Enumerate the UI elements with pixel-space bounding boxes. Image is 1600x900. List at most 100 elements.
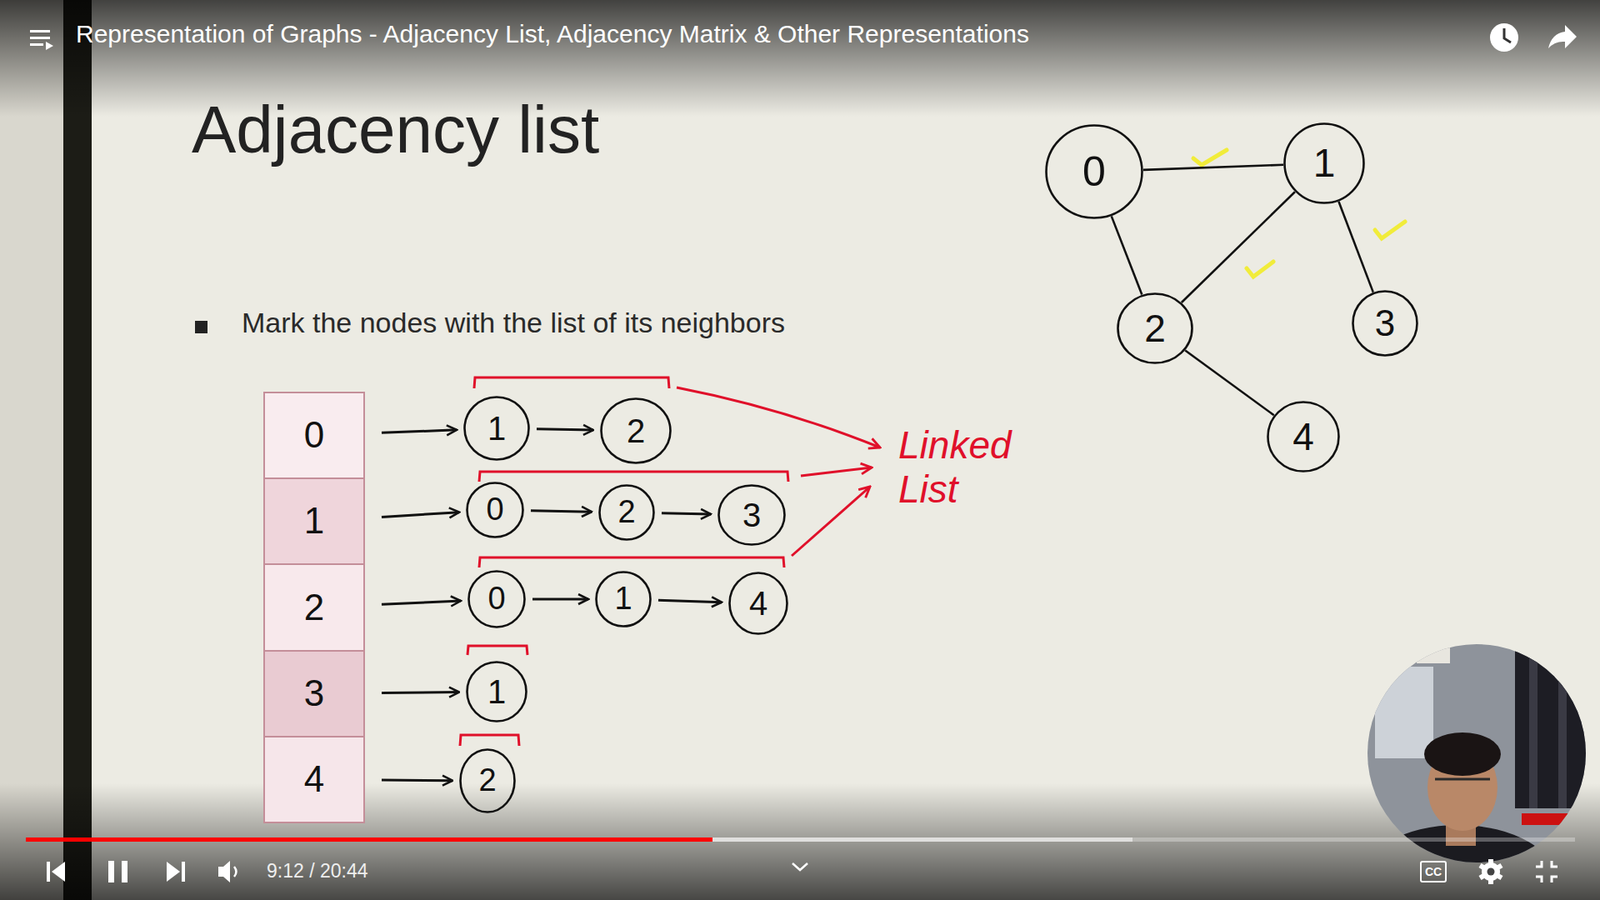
list-arrow xyxy=(381,779,453,783)
chevron-icon xyxy=(792,863,808,870)
list-node: 1 xyxy=(465,660,528,723)
progress-played xyxy=(25,837,713,842)
node-label: 4 xyxy=(1292,415,1315,459)
progress-buffer xyxy=(25,837,1133,842)
graph-vertex: 2 xyxy=(1116,292,1194,365)
webcam-hair xyxy=(1424,732,1501,776)
node-label: 2 xyxy=(626,412,645,450)
node-label: 3 xyxy=(742,496,761,534)
circle-outline xyxy=(1118,294,1193,364)
node-label: 1 xyxy=(487,673,506,710)
linked-list-note: Linked List xyxy=(898,423,1024,512)
node-label: 2 xyxy=(1144,307,1166,350)
red-bracket xyxy=(479,471,789,482)
node-label: 1 xyxy=(304,500,325,541)
list-node: 2 xyxy=(598,484,655,541)
circle-outline xyxy=(465,397,530,460)
circle-outline xyxy=(460,750,515,813)
node-label: 4 xyxy=(749,585,768,622)
node-label: 1 xyxy=(614,581,632,617)
circle-outline xyxy=(1046,125,1143,219)
webcam-overlay xyxy=(1358,633,1600,900)
node-label: 3 xyxy=(304,673,325,714)
node-label: 3 xyxy=(1375,303,1395,344)
left-bar xyxy=(63,0,92,900)
list-arrow xyxy=(381,430,457,433)
circle-outline xyxy=(1268,402,1340,472)
node-label: 0 xyxy=(1082,149,1106,195)
bullet-square xyxy=(195,320,208,334)
list-node: 3 xyxy=(717,484,786,546)
graph-edge xyxy=(1185,350,1275,415)
highlight-tick xyxy=(1193,150,1227,165)
video-title: Representation of Graphs - Adjacency Lis… xyxy=(75,20,1410,50)
bottom-shade xyxy=(0,783,1600,900)
list-node: 0 xyxy=(467,570,526,629)
subscribe-badge xyxy=(1521,813,1574,825)
table-cell: 2 xyxy=(263,563,365,652)
red-bracket xyxy=(467,645,528,655)
list-node: 4 xyxy=(728,571,789,635)
list-arrow xyxy=(661,513,711,515)
circle-outline xyxy=(600,485,655,540)
circle-outline xyxy=(1285,124,1365,204)
graph-vertex: 1 xyxy=(1283,122,1365,205)
table-cell: 4 xyxy=(263,735,365,824)
graph-edge xyxy=(1181,191,1295,303)
node-label: 0 xyxy=(485,492,504,528)
leader-arrow xyxy=(791,486,870,556)
fullscreen-exit-icon xyxy=(1535,860,1558,883)
highlight-tick xyxy=(1246,261,1274,277)
leader-arrow xyxy=(800,467,872,476)
list-arrow xyxy=(532,598,589,601)
next-icon xyxy=(166,861,180,882)
webcam-curtain xyxy=(1515,641,1590,809)
node-label: 1 xyxy=(487,410,506,447)
time-display: 9:12 / 20:44 xyxy=(266,860,450,882)
circle-outline xyxy=(467,662,527,722)
circle-outline xyxy=(719,485,785,545)
list-arrow xyxy=(658,600,722,602)
table-cell: 0 xyxy=(263,391,365,480)
list-arrow xyxy=(381,512,460,518)
list-arrow xyxy=(530,510,592,512)
clock-icon xyxy=(1490,23,1519,52)
menu-icon xyxy=(30,43,44,46)
left-margin xyxy=(0,0,64,900)
volume-icon xyxy=(234,866,237,877)
circle-outline xyxy=(469,571,525,628)
table-cell: 3 xyxy=(263,650,365,738)
webcam-curtain-fold xyxy=(1558,641,1567,809)
node-label: 2 xyxy=(617,495,635,530)
node-label: 0 xyxy=(487,581,505,617)
red-bracket xyxy=(460,735,520,746)
graph-vertex: 4 xyxy=(1266,400,1340,473)
menu-icon xyxy=(30,36,50,40)
red-bracket xyxy=(474,377,670,389)
slide-heading: Adjacency list xyxy=(191,93,942,167)
progress-track xyxy=(25,837,1575,842)
list-node: 2 xyxy=(600,397,672,465)
list-arrow xyxy=(381,692,460,694)
circle-outline xyxy=(730,573,788,635)
bullet-text: Mark the nodes with the list of its neig… xyxy=(241,306,992,340)
webcam-curtain-fold xyxy=(1529,641,1538,809)
table-cell: 1 xyxy=(263,477,365,565)
webcam-light xyxy=(1416,643,1450,664)
circle-outline xyxy=(1353,291,1418,356)
list-arrow xyxy=(381,600,461,605)
clock-hands xyxy=(1504,28,1511,43)
highlight-tick xyxy=(1375,221,1405,239)
graph-edge xyxy=(1143,165,1284,170)
red-bracket xyxy=(479,557,785,568)
graph-edge xyxy=(1111,215,1143,295)
graph-vertex: 0 xyxy=(1045,124,1144,220)
graph-edge xyxy=(1338,201,1373,293)
list-node: 1 xyxy=(463,395,530,461)
leader-arrow xyxy=(676,387,880,448)
list-node: 1 xyxy=(595,570,652,628)
previous-icon xyxy=(51,861,65,882)
gear-icon xyxy=(1481,862,1500,881)
